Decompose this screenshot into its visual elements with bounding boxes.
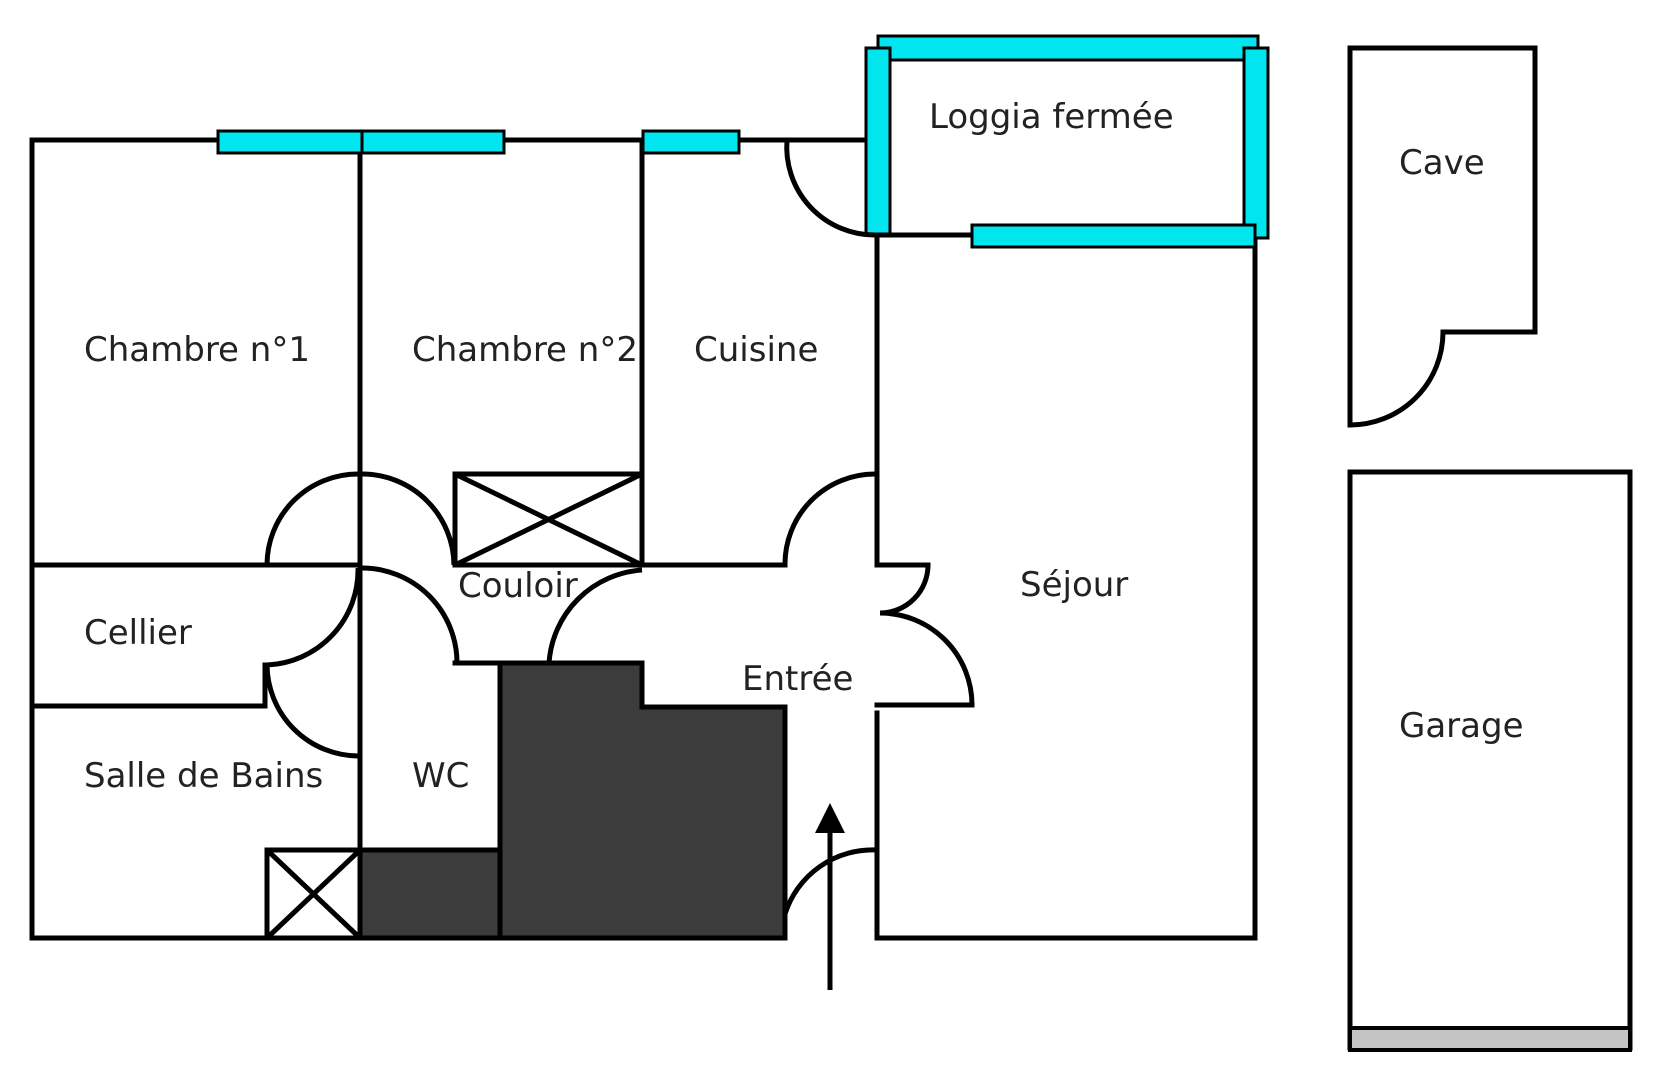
door-sejour-lower — [879, 610, 975, 706]
walls — [29, 137, 1258, 941]
window-chambre2 — [360, 129, 506, 155]
window-loggia-right — [1242, 46, 1270, 240]
label-cuisine: Cuisine — [694, 330, 818, 370]
wall-cave — [1347, 45, 1538, 428]
windows — [216, 34, 1270, 249]
door-chambre1 — [264, 471, 359, 566]
garage-walls — [1347, 469, 1633, 1052]
up-arrow-icon — [815, 803, 845, 990]
label-cave: Cave — [1399, 143, 1485, 183]
door-chambre2 — [361, 471, 457, 566]
label-chambre2: Chambre n°2 — [412, 330, 638, 370]
door-couloir — [546, 567, 643, 664]
label-cellier: Cellier — [84, 613, 192, 653]
window-loggia-top — [876, 34, 1260, 62]
garage-door — [1348, 1026, 1632, 1052]
window-loggia-left — [864, 46, 892, 236]
door-cellier — [266, 567, 361, 668]
label-sejour: Séjour — [1020, 565, 1128, 605]
window-loggia-bottom — [970, 223, 1257, 249]
label-chambre1: Chambre n°1 — [84, 330, 310, 370]
door-loggia — [784, 139, 876, 238]
window-cuisine — [641, 129, 741, 155]
door-cave — [1349, 331, 1446, 428]
label-couloir: Couloir — [458, 566, 578, 606]
duct-entree — [497, 660, 788, 941]
wall-garage — [1347, 469, 1633, 1051]
door-salle-de-bains — [264, 664, 359, 759]
door-sejour-upper — [879, 564, 931, 616]
shaft-chambre2 — [452, 471, 645, 568]
label-salle-de-bains: Salle de Bains — [84, 756, 323, 796]
label-wc: WC — [412, 756, 469, 796]
dark-ducts — [357, 660, 788, 941]
label-loggia: Loggia fermée — [929, 97, 1174, 137]
label-entree: Entrée — [742, 659, 853, 699]
door-cuisine — [782, 471, 876, 566]
window-chambre1 — [216, 129, 364, 155]
cave-walls — [1347, 45, 1538, 428]
duct-wc — [357, 847, 503, 941]
label-garage: Garage — [1399, 706, 1524, 746]
doors — [264, 139, 1446, 915]
crossed-shafts — [264, 471, 645, 941]
room-labels: Loggia fermée Cave Chambre n°1 Chambre n… — [84, 97, 1524, 796]
door-wc — [361, 565, 460, 664]
door-entree — [782, 847, 878, 915]
